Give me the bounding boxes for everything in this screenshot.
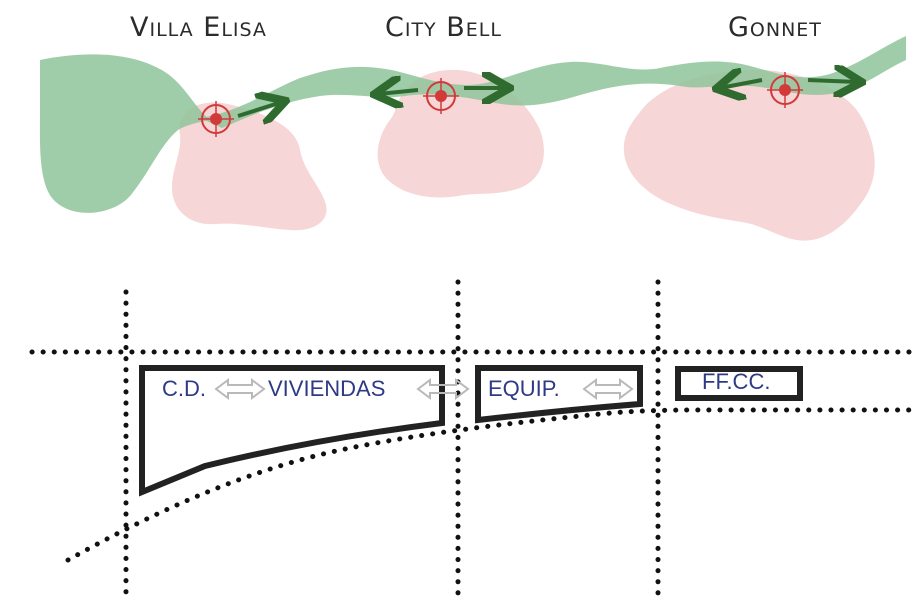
town-label-gonnet: Gonnet bbox=[728, 12, 822, 43]
block-label-cd: C.D. bbox=[162, 376, 206, 401]
villa-elisa-arrow-east bbox=[237, 102, 282, 116]
city-bell-arrow-west bbox=[378, 90, 419, 94]
block-label-viviendas: VIVIENDAS bbox=[268, 376, 386, 401]
gonnet-urban-area bbox=[623, 69, 875, 241]
gonnet-target-icon bbox=[767, 72, 803, 108]
double-arrow-viviendas-equip bbox=[416, 378, 470, 400]
block-ffcc bbox=[675, 366, 803, 401]
block-equip bbox=[475, 365, 643, 424]
double-arrow-cd-viviendas bbox=[214, 378, 266, 400]
block-cd-viviendas bbox=[139, 365, 445, 497]
block-label-ffcc: FF.CC. bbox=[702, 369, 771, 394]
gonnet-arrow-west bbox=[720, 80, 763, 88]
green-corridor-ribbon bbox=[200, 36, 906, 128]
green-corridor-west bbox=[39, 54, 211, 213]
bottom-scheme bbox=[29, 279, 913, 603]
gonnet-arrow-east bbox=[807, 80, 858, 82]
villa-elisa-urban-area bbox=[172, 102, 327, 231]
villa-elisa-target-icon bbox=[198, 101, 234, 137]
town-label-villa-elisa: Villa Elisa bbox=[130, 12, 267, 43]
double-arrow-equip-ffcc bbox=[582, 378, 634, 400]
top-map bbox=[39, 36, 906, 241]
block-label-equip: EQUIP. bbox=[488, 376, 560, 401]
city-bell-target-icon bbox=[423, 78, 459, 114]
town-label-city-bell: City Bell bbox=[385, 12, 502, 43]
